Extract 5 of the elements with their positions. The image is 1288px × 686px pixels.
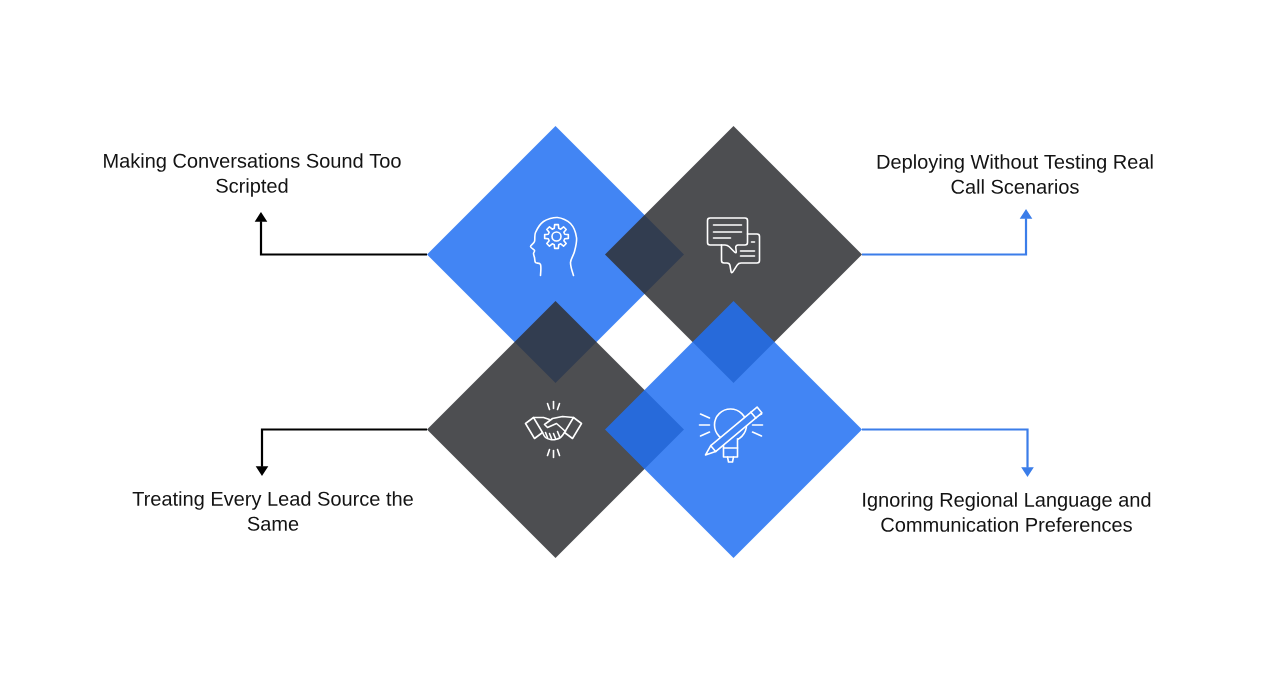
diamond [605,301,862,558]
callout-text: Making Conversations Sound Too Scripted [104,153,401,197]
callout-text: Deploying Without Testing Real Call Scenarios [877,154,1153,194]
callout-text: Ignoring Regional Language and Communication Preferences [863,492,1151,532]
callout-text: Treating Every Lead Source the Same [132,491,413,531]
